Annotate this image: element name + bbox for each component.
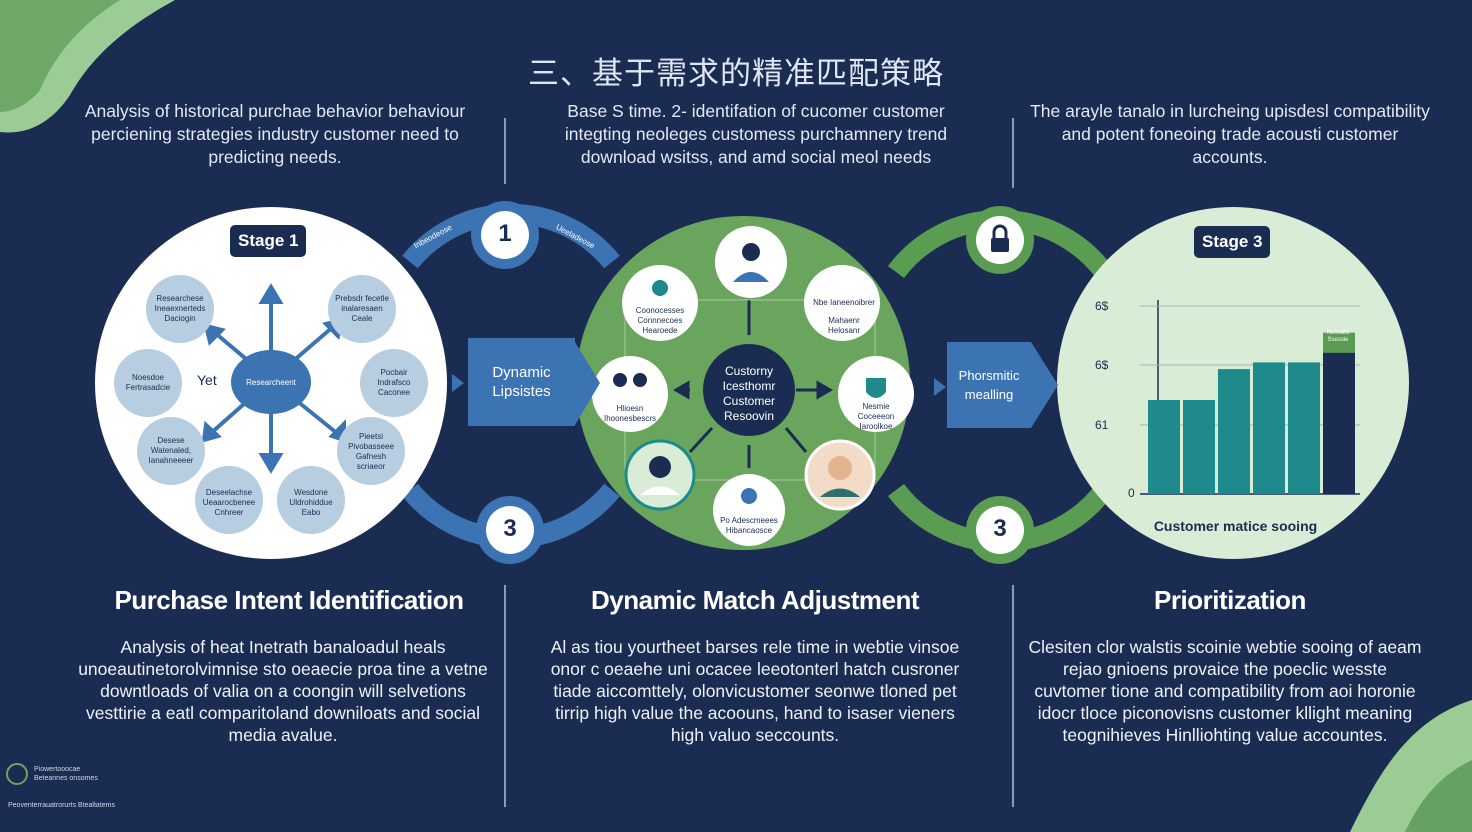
stage2-satellite-3: Nbe Ianeenoibrer (813, 298, 875, 307)
stage2-spokes (673, 300, 833, 468)
stage1-satellite-2: Prebsdr fecetle inalaresaen Ceale (335, 294, 389, 323)
section-heading-3: Prioritization (1154, 585, 1306, 615)
stage2-hub-label: Custorny Icesthomr Customer Resoovin (722, 364, 776, 423)
top-left-leaf-inner (0, 0, 120, 112)
stage1-satellites (114, 275, 428, 534)
arrow-box-dynamic-label: Dynamic Lipsistes (492, 364, 551, 400)
chart-bar-2 (1183, 400, 1215, 494)
y-tick-top: 6$ (1095, 299, 1109, 313)
small-arrow-left-icon (452, 374, 464, 392)
stage2-satellite-4: Hlioesn Ihoonesbescrs (603, 404, 657, 423)
divider-bottom-1 (504, 585, 506, 807)
y-tick-zero: 0 (1128, 486, 1135, 500)
stage2-satellite-1: Coonocesses Connnecoes Hearoede (635, 306, 685, 335)
bar-label: Nooraes Ssessie (1326, 330, 1350, 343)
y-tick-low: 61 (1095, 418, 1109, 432)
chart-caption: Customer matice sooing (1153, 518, 1318, 534)
footer-logo-line1: Piowertooocae (34, 766, 81, 773)
bottom-right-leaf-inner (1405, 760, 1472, 832)
divider-bottom-2 (1012, 585, 1014, 807)
stage1-satellite-5: Desese Watenaled, Ianahneeeer (148, 436, 194, 465)
section-heading-2: Dynamic Match Adjustment (591, 585, 919, 615)
person-icons (613, 243, 886, 504)
stage2-hub-shape (703, 344, 795, 436)
top-caption-3: The arayle tanalo in lurcheing upisdesl … (1030, 101, 1430, 167)
footer-logo-icon (6, 763, 28, 785)
chart-bar-cap (1323, 332, 1355, 353)
stage1-hub-side-label: Yet (197, 372, 217, 388)
node-1-label: 1 (498, 220, 512, 247)
lock-icon (991, 224, 1009, 252)
section-heading-1: Purchase Intent Identification (114, 585, 464, 615)
section-body-2: Al as tiou yourtheet barses rele time in… (550, 637, 960, 745)
arrow-box-dynamic: Dynamic Lipsistes (468, 338, 575, 426)
stage2-satellite-2: Mahaenr Helosanr (827, 316, 860, 335)
stage3-badge: Stage 3 (1194, 226, 1271, 258)
section-body-3: Clesiten clor walstis scoinie webtie soo… (1028, 637, 1422, 745)
page-title: 三、基于需求的精准匹配策略 (528, 56, 944, 92)
node1-inner (481, 211, 529, 259)
stage2-satellite-6: Po Adescmeees Hibancaosce (720, 516, 778, 535)
node3-left-inner (486, 506, 534, 554)
footer-logo-text: Piowertooocae Beteannes onsomes (34, 765, 98, 783)
stage2-satellite-5: Nesmie Coceeeon Iaroolkoe (857, 402, 895, 431)
stage1-satellite-8: Wesdone Uldrohiddue Eabo (289, 488, 333, 517)
stage1-satellite-4: Pocbair Indrafsco Caconee (377, 368, 411, 397)
stage1-satellite-7: Deseelachse Ueaarocbenee Cnhreer (202, 488, 256, 517)
node-3-left-label: 3 (503, 515, 517, 542)
stage3-bars (1148, 332, 1355, 494)
arrow-box-phorsmitic: Phorsmitic mealling (947, 342, 1031, 428)
stage1-satellite-1: Researchese Ineaexnerteds Daciogin (154, 294, 206, 323)
top-caption-2: Base S time. 2- identifation of cucomer … (564, 101, 948, 167)
stage1-satellite-3: Noesdoe Fertrasadcie (125, 373, 171, 392)
footer-bottom-text: Peoventerrauatrorurts Btealtatems (8, 802, 115, 809)
section-body-1: Analysis of heat Inetrath banaloadul hea… (78, 637, 488, 745)
small-arrow-right-icon (934, 378, 946, 396)
node3-right-inner (976, 506, 1024, 554)
chart-bar-3 (1218, 369, 1250, 494)
chart-bar-1 (1148, 400, 1180, 494)
stage1-satellite-6: Pieetsi Pivobasseee Gafnesh scriaeor (348, 432, 394, 471)
arrow-left-tip (575, 342, 600, 425)
divider-top-2 (1012, 118, 1014, 188)
arrow-box-phorsmitic-label: Phorsmitic mealling (958, 368, 1020, 402)
chart-bar-4 (1253, 362, 1285, 494)
top-caption-1: Analysis of historical purchae behavior … (84, 101, 466, 167)
node-3-right-label: 3 (993, 515, 1007, 542)
y-tick-mid: 6$ (1095, 358, 1109, 372)
stage1-hub-shape (231, 350, 311, 414)
chart-bar-5 (1288, 362, 1320, 494)
footer-logo-line2: Beteannes onsomes (34, 775, 98, 782)
stage1-hub-label: Researcheent (246, 378, 296, 387)
arrow-right-tip (1031, 342, 1058, 428)
divider-top-1 (504, 118, 506, 184)
stage1-badge: Stage 1 (230, 225, 307, 257)
chart-bar-6 (1323, 332, 1355, 494)
